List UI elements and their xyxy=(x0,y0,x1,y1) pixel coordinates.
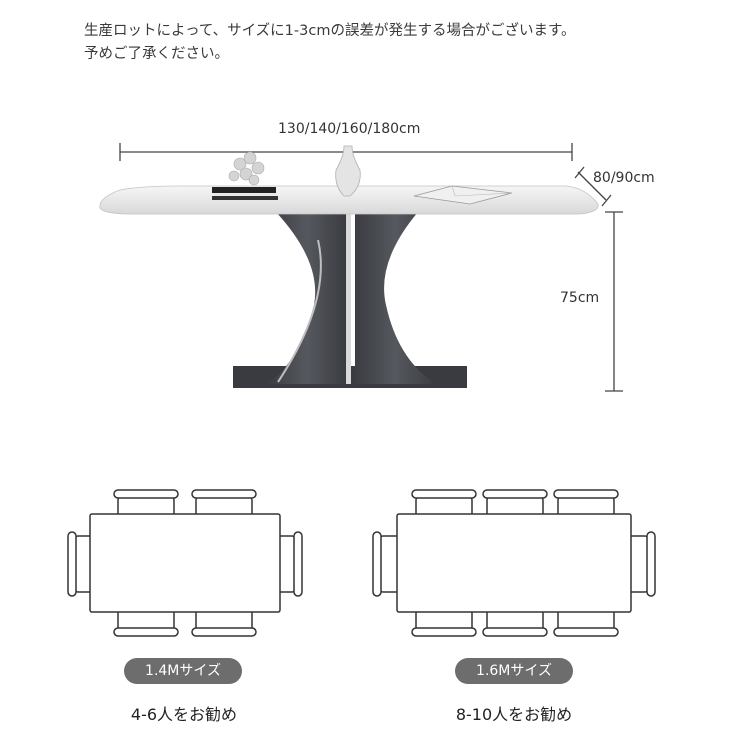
table-leg-accent xyxy=(346,214,351,384)
width-dimension-line xyxy=(574,166,612,207)
table-leg-right xyxy=(355,212,436,384)
magazine-decor xyxy=(413,185,513,205)
disclaimer-note: 生産ロットによって、サイズに1-3cmの誤差が発生する場合がございます。 予めご… xyxy=(84,20,576,66)
disclaimer-line-2: 予めご了承ください。 xyxy=(84,46,229,62)
height-dimension-line xyxy=(605,211,623,392)
height-label: 75cm xyxy=(560,290,600,306)
caption-4-6-people: 4-6人をお勧め xyxy=(130,705,238,724)
length-label: 130/140/160/180cm xyxy=(278,121,421,137)
books-decor xyxy=(212,187,276,193)
caption-8-10-people: 8-10人をお勧め xyxy=(455,705,573,724)
seating-diagram-4-6 xyxy=(67,489,303,637)
disclaimer-line-1: 生産ロットによって、サイズに1-3cmの誤差が発生する場合がございます。 xyxy=(84,23,576,39)
size-badge-1-6m: 1.6Mサイズ xyxy=(455,658,573,684)
sculpture-decor xyxy=(228,151,265,186)
size-badge-1-4m: 1.4Mサイズ xyxy=(124,658,242,684)
table-leg-left xyxy=(268,212,346,384)
table-image xyxy=(99,145,599,388)
width-label: 80/90cm xyxy=(593,170,655,186)
seating-diagram-8-10 xyxy=(372,489,656,637)
vase-decor xyxy=(335,145,361,197)
